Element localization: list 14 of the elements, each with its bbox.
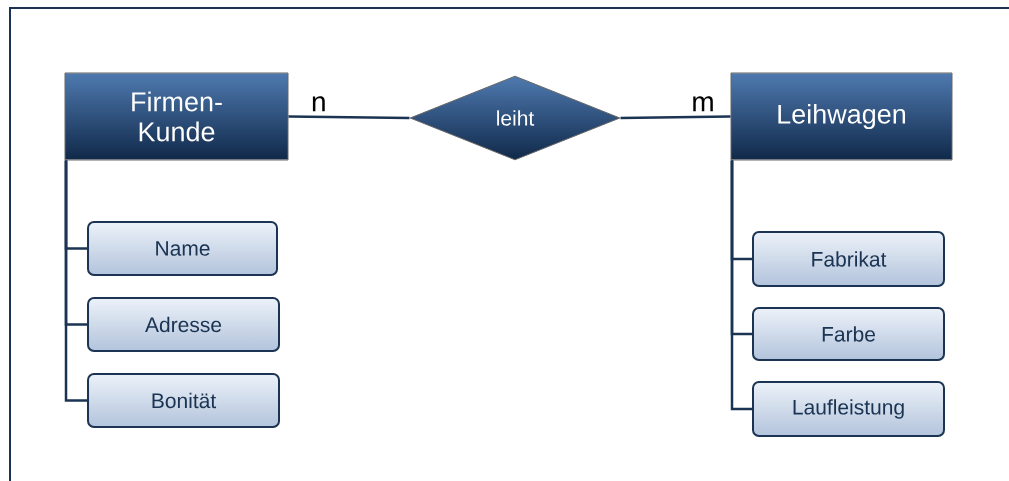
connector-line <box>288 115 410 120</box>
connector-line <box>730 160 752 411</box>
connector-line <box>64 160 87 402</box>
attribute-box: Bonität <box>87 373 280 428</box>
attribute-box: Farbe <box>752 307 945 361</box>
attribute-box: Name <box>87 221 278 276</box>
attribute-box: Laufleistung <box>752 381 945 437</box>
entity-box: Firmen- Kunde <box>64 72 289 161</box>
entity-box: Leihwagen <box>730 72 953 161</box>
cardinality-label: n <box>312 96 325 112</box>
attribute-box: Adresse <box>87 297 280 352</box>
attribute-box: Fabrikat <box>752 231 945 287</box>
cardinality-label: m <box>693 96 713 112</box>
connector-line <box>620 115 731 120</box>
